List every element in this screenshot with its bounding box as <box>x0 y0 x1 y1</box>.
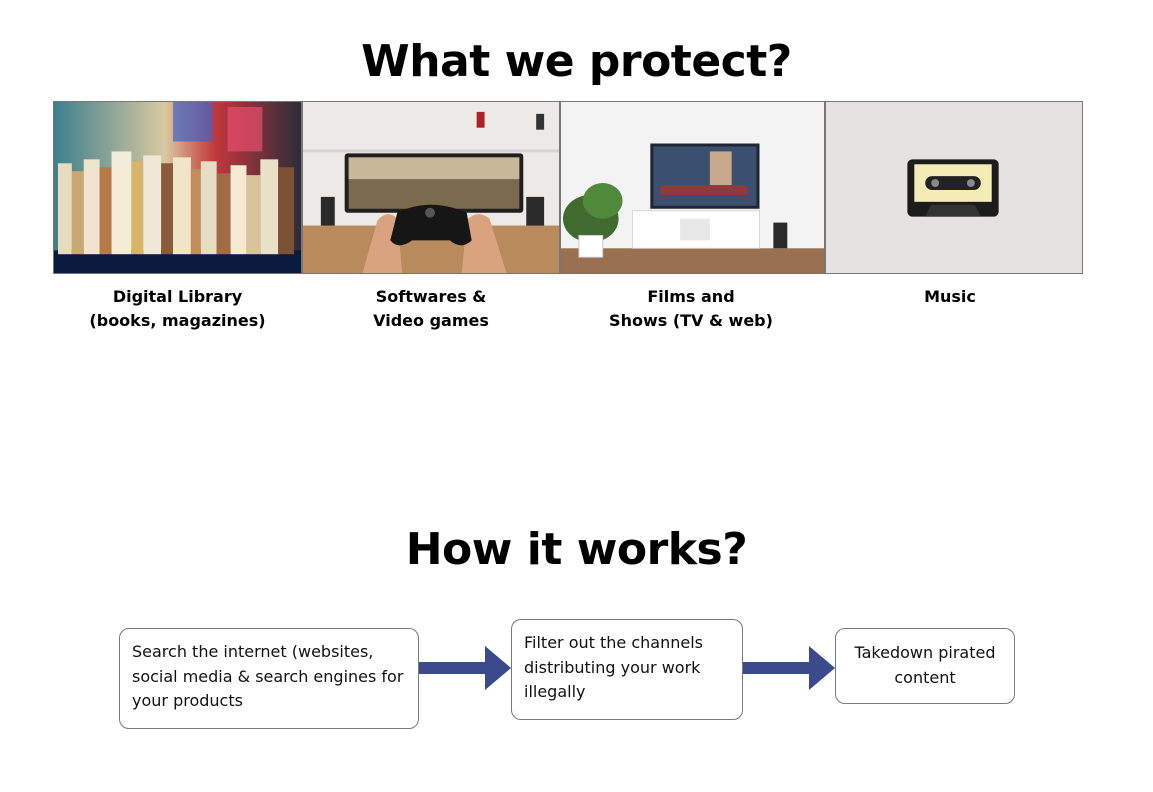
section-title-how-it-works: How it works? <box>405 524 748 575</box>
gaming-setup-image <box>302 101 560 274</box>
cassette-image <box>825 101 1083 274</box>
gaming-setup-photo-icon <box>303 102 559 273</box>
arrow-right-icon <box>743 646 835 690</box>
caption-line: (books, magazines) <box>89 311 266 330</box>
caption-line: Films and <box>647 287 735 306</box>
tv-room-photo-icon <box>561 102 824 273</box>
category-caption-digital-library: Digital Library (books, magazines) <box>53 285 302 333</box>
step-search: Search the internet (websites, social me… <box>119 628 419 729</box>
step-takedown: Takedown pirated content <box>835 628 1015 704</box>
caption-line: Shows (TV & web) <box>609 311 773 330</box>
caption-line: Softwares & <box>375 287 487 306</box>
section-title-protect: What we protect? <box>361 36 792 87</box>
category-caption-music: Music <box>825 285 1075 309</box>
caption-line: Music <box>924 287 976 306</box>
books-photo-icon <box>54 102 301 273</box>
books-image <box>53 101 302 274</box>
arrow-right-icon <box>419 646 511 690</box>
caption-line: Video games <box>373 311 489 330</box>
category-caption-software-games: Softwares & Video games <box>302 285 560 333</box>
step-filter: Filter out the channels distributing you… <box>511 619 743 720</box>
category-caption-films-shows: Films and Shows (TV & web) <box>560 285 822 333</box>
tv-room-image <box>560 101 825 274</box>
cassette-tape-photo-icon <box>826 102 1082 273</box>
caption-line: Digital Library <box>112 287 243 306</box>
